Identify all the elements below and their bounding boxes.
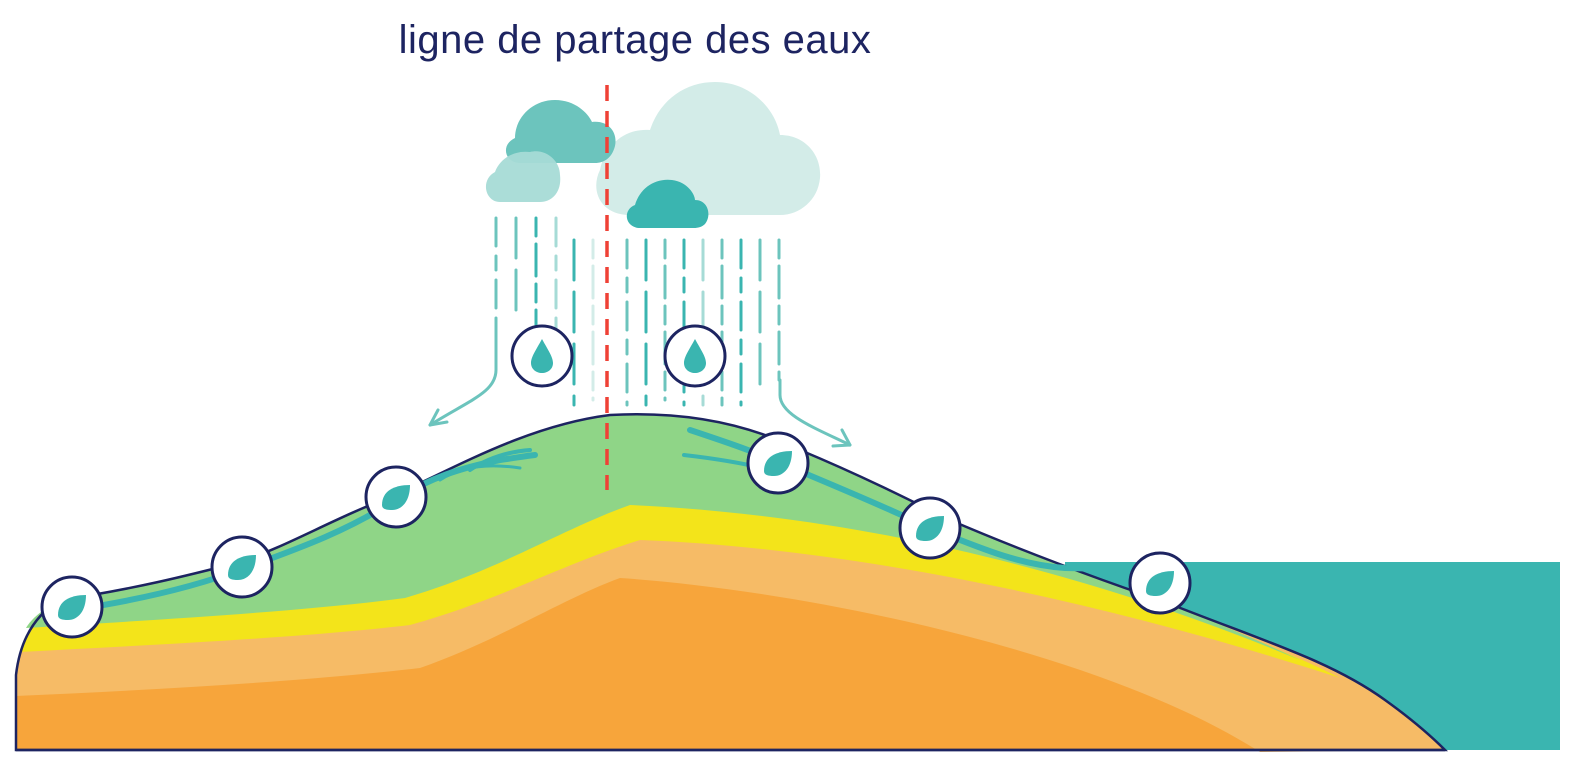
hill <box>14 413 1449 752</box>
clouds <box>485 82 821 228</box>
rain-lines <box>494 216 781 407</box>
cloud-icon <box>485 151 561 202</box>
stream-left-branch-2 <box>438 464 522 482</box>
stream-right-main <box>687 427 1163 573</box>
water-drop-icon <box>898 496 962 560</box>
cloud-icon <box>505 100 616 163</box>
runoff-arrow-head <box>428 408 449 427</box>
streams <box>69 427 1163 613</box>
water-markers <box>40 324 1192 639</box>
water-drop-icon <box>510 324 574 388</box>
water-drop-icon <box>746 431 810 495</box>
water-drop-icon <box>210 535 274 599</box>
hill-outline <box>14 413 1449 752</box>
hill-green-layer <box>26 414 1300 660</box>
hill-yellow-layer <box>20 414 1340 678</box>
stream-left-main <box>69 452 538 613</box>
runoff-arrow-head <box>831 428 852 448</box>
runoff-arrow-icon <box>428 320 498 427</box>
water-drop-icon <box>1128 551 1192 615</box>
cloud-icon <box>596 82 821 215</box>
hill-sand-layer <box>16 414 1445 752</box>
runoff-arrows <box>428 320 852 448</box>
cloud-icon <box>626 179 709 228</box>
water-drop-icon <box>663 324 727 388</box>
runoff-arrow-icon <box>778 378 852 447</box>
diagram-title: ligne de partage des eaux <box>398 18 872 62</box>
water-drop-icon <box>40 575 104 639</box>
water-drop-icon <box>364 465 428 529</box>
